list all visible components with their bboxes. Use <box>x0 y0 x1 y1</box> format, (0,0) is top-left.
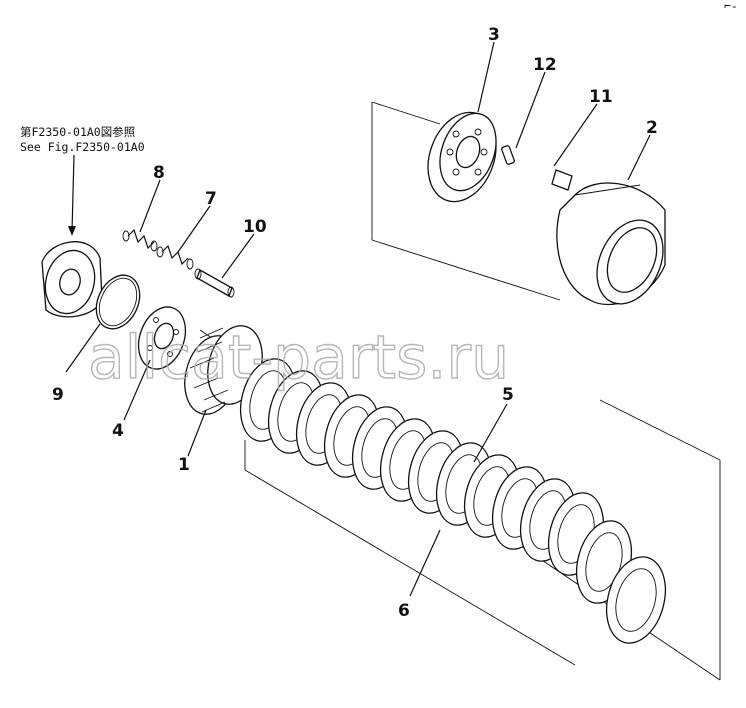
leader-1 <box>187 409 207 457</box>
reference-arrowhead <box>68 226 76 236</box>
callouts: 3 12 11 2 8 7 10 9 4 1 5 6 <box>52 25 658 621</box>
callout-7: 7 <box>205 189 217 209</box>
reference-note: 第F2350-01A0図参照 See Fig.F2350-01A0 <box>20 125 145 236</box>
reference-note-en: See Fig.F2350-01A0 <box>20 140 145 154</box>
clutch-frame <box>244 440 576 666</box>
corner-mark: ⌐- <box>724 0 738 13</box>
part-3-carrier-plate <box>427 111 497 203</box>
leader-5 <box>473 403 508 463</box>
part-10-pin <box>194 268 235 298</box>
part-2-ring-gear <box>556 182 666 306</box>
watermark: allcat-parts.ru <box>88 323 509 393</box>
callout-10: 10 <box>243 217 267 237</box>
housing-cover <box>41 241 103 318</box>
leader-7 <box>177 205 211 253</box>
callout-6: 6 <box>398 601 410 621</box>
leader-9 <box>65 323 101 373</box>
callout-3: 3 <box>488 25 500 45</box>
leader-lines <box>65 41 651 597</box>
leader-8 <box>139 179 161 233</box>
upper-frame <box>371 101 561 301</box>
reference-note-jp: 第F2350-01A0図参照 <box>20 125 135 139</box>
callout-4: 4 <box>112 421 124 441</box>
callout-8: 8 <box>153 163 165 183</box>
leader-3 <box>477 41 495 113</box>
part-4-thrust-plate <box>137 306 187 370</box>
callout-5: 5 <box>502 385 514 405</box>
part-12-pin <box>501 145 515 165</box>
callout-12: 12 <box>533 55 557 75</box>
leader-10 <box>221 233 255 279</box>
part-11-bolt <box>523 158 573 191</box>
clutch-pack <box>239 358 666 644</box>
leader-4 <box>123 359 151 421</box>
clutch-plate-14 <box>606 556 666 644</box>
reference-arrow <box>71 154 75 233</box>
part-7-spring <box>156 244 194 270</box>
leader-11 <box>553 103 598 167</box>
callout-2: 2 <box>646 118 658 138</box>
leader-12 <box>515 71 546 149</box>
leader-6 <box>409 529 441 597</box>
callout-11: 11 <box>589 87 613 107</box>
part-8-spring <box>122 228 158 252</box>
callout-9: 9 <box>52 385 64 405</box>
callout-1: 1 <box>178 455 190 475</box>
part-9-o-ring <box>95 274 141 330</box>
leader-2 <box>627 134 651 181</box>
